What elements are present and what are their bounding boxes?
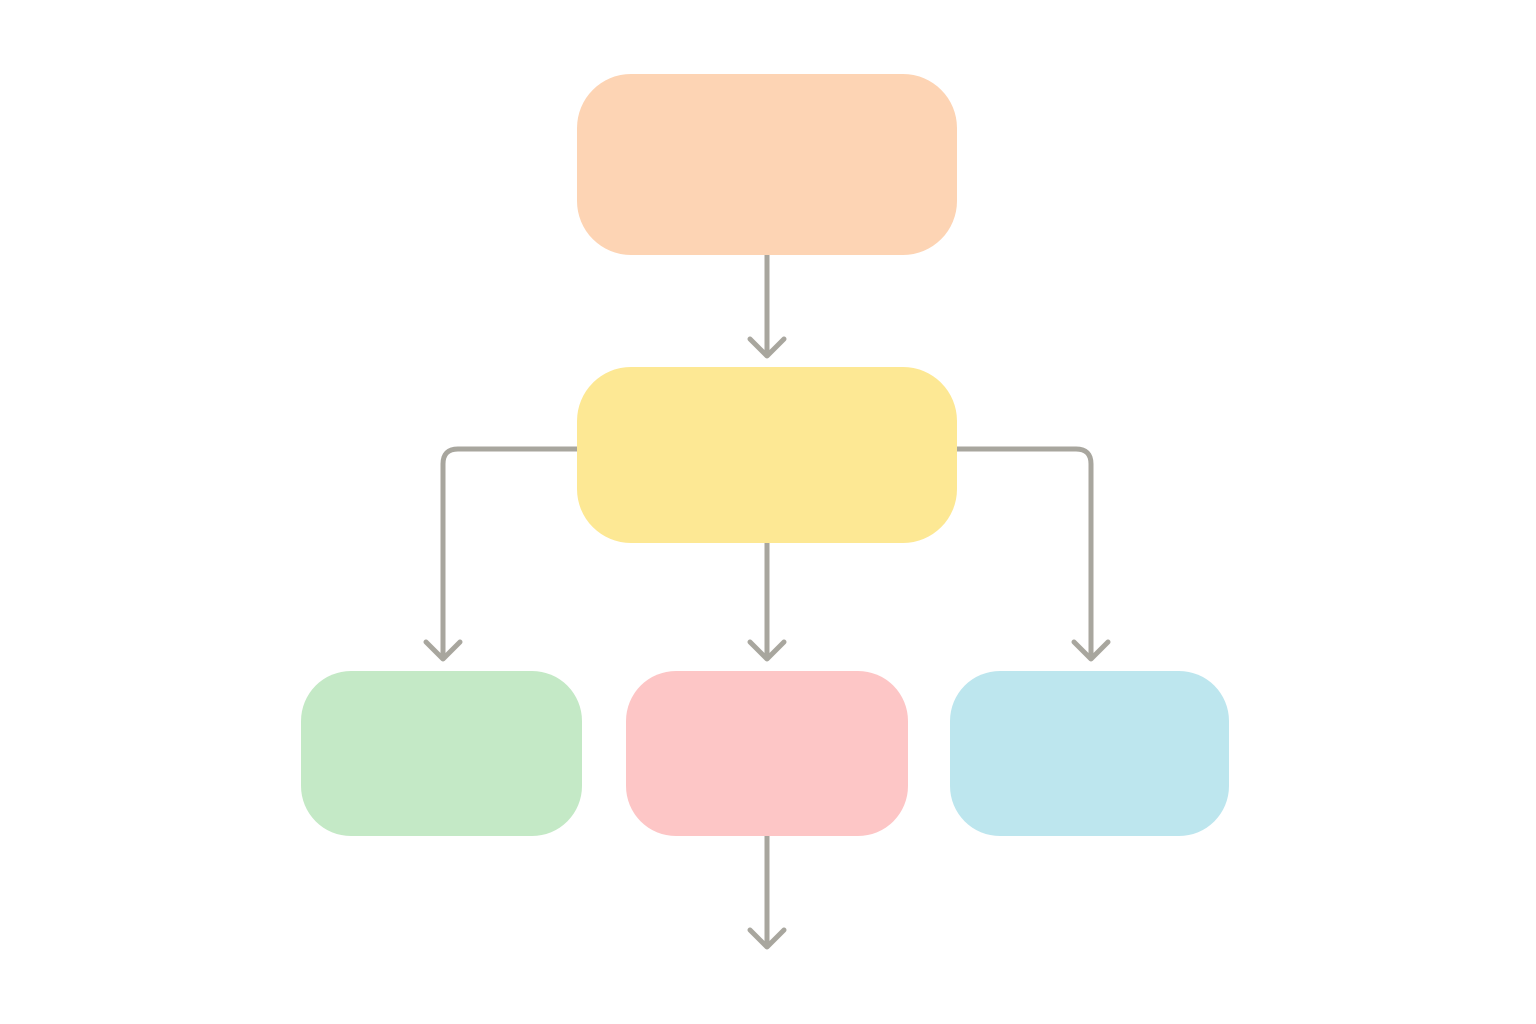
arrowhead-top-to-middle [747, 336, 787, 359]
arrowhead-middle-to-right [1071, 639, 1111, 662]
arrowhead-middle-to-center [747, 639, 787, 662]
arrowhead-center-to-next [747, 927, 787, 950]
arrowhead-middle-to-left [423, 639, 463, 662]
node-bottom-right[interactable] [950, 671, 1229, 836]
edge-middle-to-left [440, 446, 580, 661]
node-bottom-left[interactable] [301, 671, 582, 836]
node-bottom-center[interactable] [626, 671, 908, 836]
edge-middle-to-right [954, 446, 1094, 661]
node-top[interactable] [577, 74, 957, 255]
node-middle[interactable] [577, 367, 957, 543]
